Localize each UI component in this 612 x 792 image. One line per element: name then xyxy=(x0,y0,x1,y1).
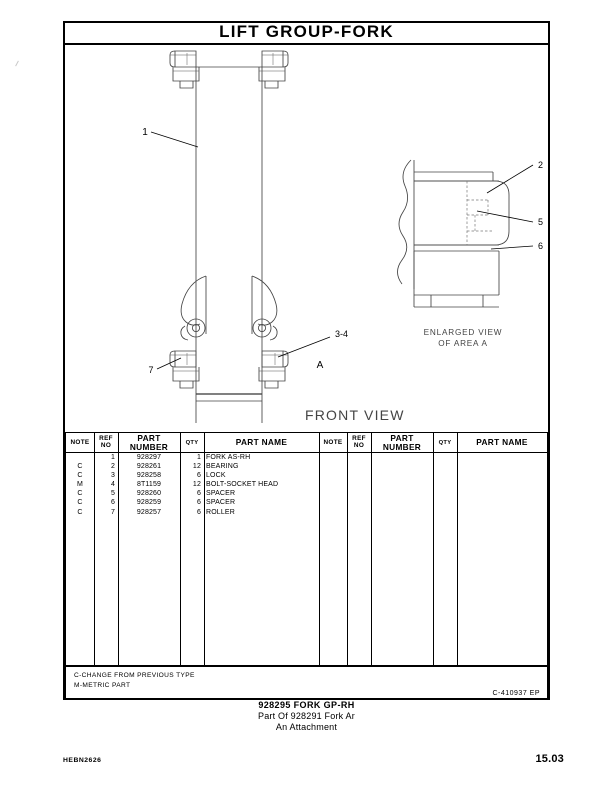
callout-2: 2 xyxy=(538,160,543,170)
header-pn-line1: PART xyxy=(137,433,161,444)
cell-part-name: SPACER xyxy=(206,499,236,507)
col-divider-mid xyxy=(319,433,320,667)
cell-note xyxy=(66,453,94,462)
header-ref-no-right: REF NO xyxy=(347,433,371,453)
cell-ref-no: 2 xyxy=(110,463,115,471)
parts-table: NOTE REF NO PART NUMBER QTY PART NAME NO… xyxy=(65,432,548,667)
cell-qty: 6 xyxy=(196,499,201,507)
callout-3-4: 3-4 xyxy=(335,329,348,339)
callout-6: 6 xyxy=(538,241,543,251)
table-row[interactable]: C 6 928259 6 SPACER xyxy=(66,498,547,507)
cell-ref-no: 3 xyxy=(110,472,115,480)
page-title: LIFT GROUP-FORK xyxy=(219,22,394,41)
header-part-name-right: PART NAME xyxy=(476,437,528,448)
cell-qty: 1 xyxy=(196,454,201,461)
header-qty-left: QTY xyxy=(185,439,199,446)
table-row[interactable]: M 4 8T1159 12 BOLT-SOCKET HEAD xyxy=(66,480,547,489)
cell-part-name: BOLT-SOCKET HEAD xyxy=(206,481,279,489)
caption-line-1: 928295 FORK GP-RH xyxy=(258,700,355,710)
header-pn-line2-right: NUMBER xyxy=(382,442,422,452)
cell-ref-no: 4 xyxy=(110,481,115,489)
col-divider-2 xyxy=(118,433,119,667)
cell-part-name: ROLLER xyxy=(206,508,235,516)
cell-part-number: 928257 xyxy=(136,508,162,516)
cell-qty: 6 xyxy=(196,490,201,498)
cell-note: C xyxy=(77,472,83,480)
footer-page-number: 15.03 xyxy=(535,753,564,765)
caption-line-2: Part Of 928291 Fork Ar xyxy=(258,711,355,721)
cell-part-number: 928297 xyxy=(136,454,162,461)
assembly-caption: 928295 FORK GP-RH Part Of 928291 Fork Ar… xyxy=(63,700,550,733)
header-note-right: NOTE xyxy=(323,439,343,447)
col-divider-3 xyxy=(180,433,181,667)
cell-ref-no: 7 xyxy=(110,508,115,516)
cell-note: C xyxy=(77,508,83,516)
header-pn-line1-right: PART xyxy=(390,433,414,444)
table-row[interactable]: C 3 928258 6 LOCK xyxy=(66,471,547,480)
cell-qty: 6 xyxy=(196,508,201,516)
cell-part-number: 928261 xyxy=(136,463,162,471)
cell-qty: 6 xyxy=(196,472,201,480)
cell-note: C xyxy=(77,463,83,471)
header-ref-line1-right: REF xyxy=(352,435,366,443)
header-qty-right: QTY xyxy=(438,439,452,446)
area-marker-a: A xyxy=(317,360,324,371)
cell-part-number: 928259 xyxy=(136,499,162,507)
col-divider-1 xyxy=(94,433,95,667)
parts-table-body: 1 928297 1 FORK AS-RH C 2 928261 12 BEARING C 3 928… xyxy=(66,453,547,517)
cell-part-name: BEARING xyxy=(206,463,239,471)
cell-part-name: FORK AS-RH xyxy=(206,454,251,461)
header-part-number-right: PART NUMBER xyxy=(371,433,433,453)
enlarged-view-caption-line1: ENLARGED VIEW xyxy=(424,328,503,337)
cell-part-name: LOCK xyxy=(206,472,226,480)
header-part-number-left: PART NUMBER xyxy=(118,433,180,453)
table-row[interactable]: C 7 928257 6 ROLLER xyxy=(66,508,547,517)
drawing-number: C-410937 EP xyxy=(492,690,540,697)
col-divider-7 xyxy=(433,433,434,667)
header-note-left: NOTE xyxy=(70,439,90,447)
enlarged-view-caption-line2: OF AREA A xyxy=(438,339,488,348)
col-divider-6 xyxy=(371,433,372,667)
legend-line-2: M-METRIC PART xyxy=(74,682,131,690)
footer-document-code: HEBN2626 xyxy=(63,757,102,764)
cell-note: C xyxy=(77,490,83,498)
legend-line-1: C-CHANGE FROM PREVIOUS TYPE xyxy=(74,672,195,679)
cell-ref-no: 1 xyxy=(110,454,115,461)
title-bar: LIFT GROUP-FORK xyxy=(63,21,550,45)
header-ref-no-left: REF NO xyxy=(94,433,118,453)
cell-ref-no: 6 xyxy=(110,499,115,507)
cell-qty: 12 xyxy=(192,481,201,489)
col-divider-8 xyxy=(457,433,458,667)
table-row[interactable]: 1 928297 1 FORK AS-RH xyxy=(66,453,547,462)
header-pn-line2: NUMBER xyxy=(129,442,169,452)
cell-part-number: 928258 xyxy=(136,472,162,480)
caption-line-3: An Attachment xyxy=(275,722,338,732)
header-part-name-left: PART NAME xyxy=(235,437,288,448)
cell-qty: 12 xyxy=(192,463,201,471)
header-ref-line2-right: NO xyxy=(353,442,365,449)
table-row[interactable]: C 2 928261 12 BEARING xyxy=(66,462,547,471)
cell-part-number: 928260 xyxy=(136,490,162,498)
legend-box: C-CHANGE FROM PREVIOUS TYPE M-METRIC PAR… xyxy=(65,666,548,700)
cell-note: C xyxy=(77,499,83,507)
cell-note: M xyxy=(77,481,83,489)
header-ref-line1: REF xyxy=(99,435,113,443)
callout-7: 7 xyxy=(148,365,153,375)
header-ref-line2: NO xyxy=(100,442,112,449)
col-divider-5 xyxy=(347,433,348,667)
parts-table-header-row xyxy=(66,433,547,453)
callout-1: 1 xyxy=(142,127,148,138)
cell-part-name: SPACER xyxy=(206,490,236,498)
registration-tick xyxy=(15,60,19,67)
cell-ref-no: 5 xyxy=(110,490,115,498)
table-row[interactable]: C 5 928260 6 SPACER xyxy=(66,489,547,498)
callout-5: 5 xyxy=(538,217,543,227)
legend-text: C-CHANGE FROM PREVIOUS TYPE M-METRIC PAR… xyxy=(74,671,195,691)
drawing-area: 1 7 3-4 A 2 5 6 ENLARGED VIEW OF AREA A … xyxy=(63,45,550,430)
cell-part-number: 8T1159 xyxy=(136,481,162,489)
assembly-drawing: 1 7 3-4 A 2 5 6 ENLARGED VIEW OF AREA A … xyxy=(142,50,543,423)
col-divider-4 xyxy=(204,433,205,667)
front-view-caption: FRONT VIEW xyxy=(305,407,405,423)
